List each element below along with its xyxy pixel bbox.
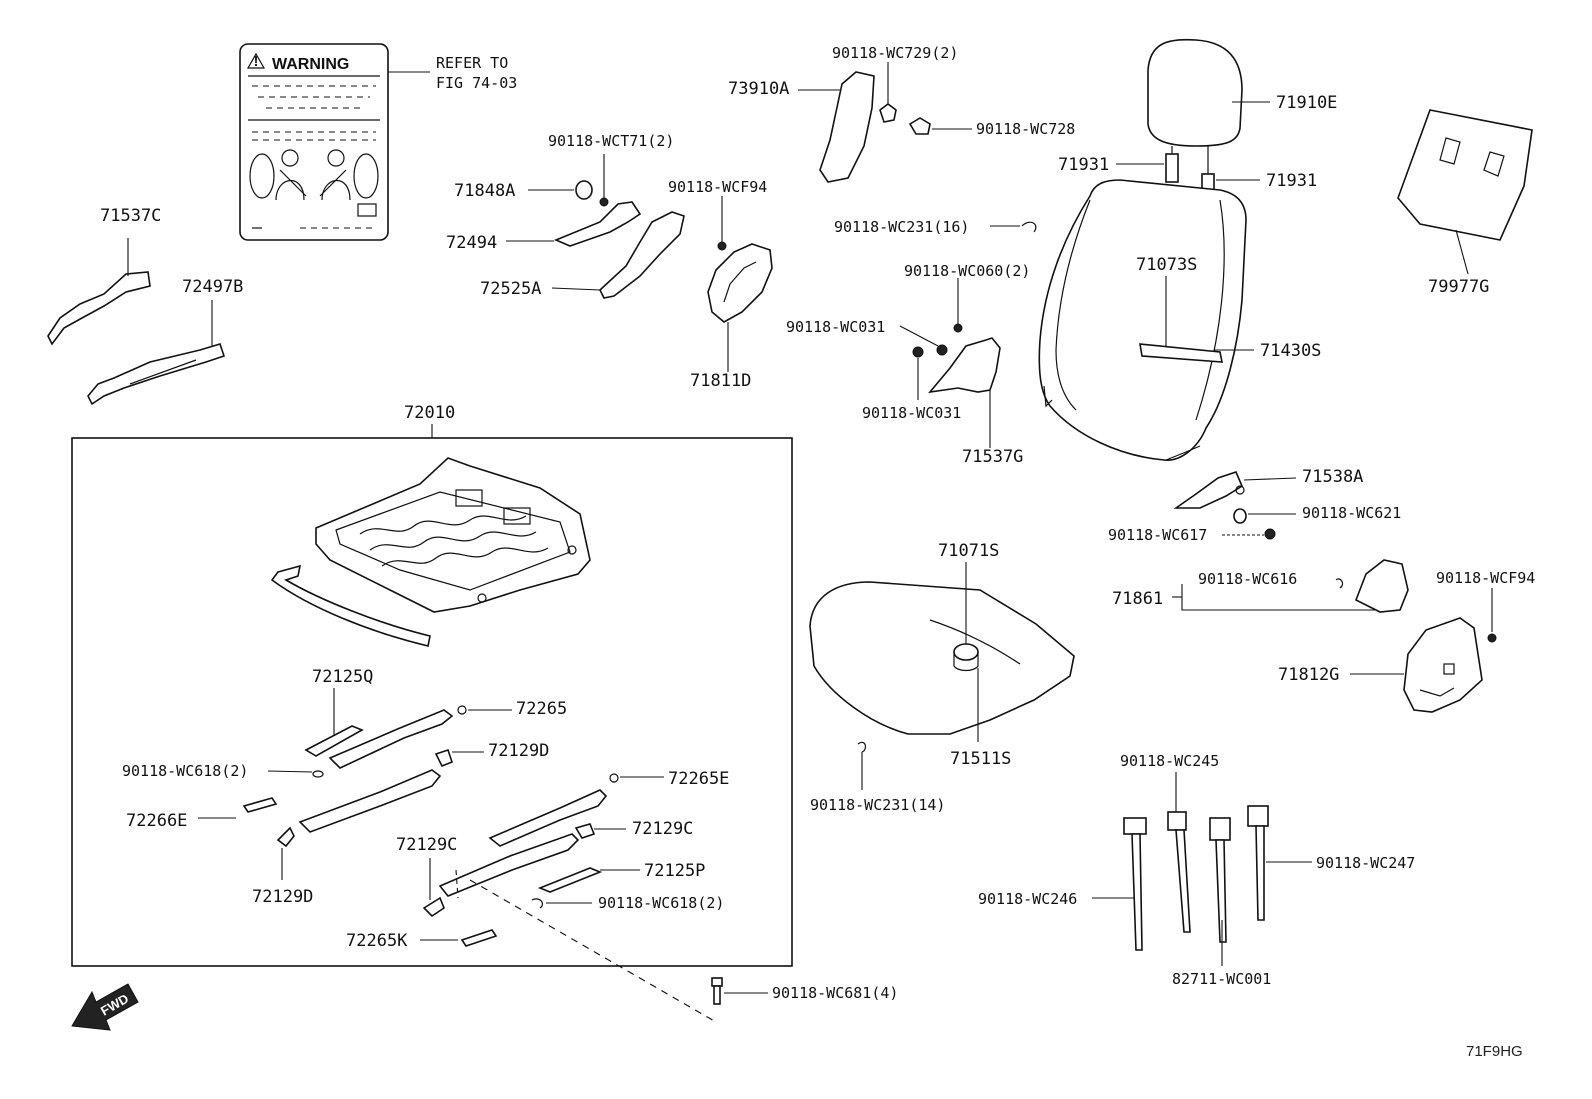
cable-ties bbox=[1092, 772, 1312, 966]
callout-90118-WCF94-top: 90118-WCF94 bbox=[668, 178, 767, 196]
callout-90118-WC231-14: 90118-WC231(14) bbox=[810, 796, 945, 814]
warning-refer-line1: REFER TO bbox=[436, 54, 508, 72]
callout-79977G: 79977G bbox=[1428, 277, 1489, 297]
callout-90118-WC618-a: 90118-WC618(2) bbox=[122, 762, 248, 780]
callout-72497B: 72497B bbox=[182, 277, 243, 297]
diagram-code: 71F9HG bbox=[1466, 1043, 1523, 1060]
pad-79977G bbox=[1397, 109, 1533, 275]
callout-71812G: 71812G bbox=[1278, 665, 1339, 685]
callout-71430S: 71430S bbox=[1260, 341, 1321, 361]
callout-90118-WC031-a: 90118-WC031 bbox=[786, 318, 885, 336]
callout-90118-WC060: 90118-WC060(2) bbox=[904, 262, 1030, 280]
callout-90118-WC031-b: 90118-WC031 bbox=[862, 404, 961, 422]
seat-frame-group-box bbox=[71, 437, 793, 967]
recliner-parts bbox=[506, 154, 773, 372]
seat-rail-parts bbox=[198, 688, 717, 1023]
warning-refer-line2: FIG 74-03 bbox=[436, 74, 517, 92]
callout-72265: 72265 bbox=[516, 699, 567, 719]
callout-82711-WC001: 82711-WC001 bbox=[1172, 970, 1271, 988]
callout-71931-b: 71931 bbox=[1266, 171, 1317, 191]
callout-71811D: 71811D bbox=[690, 371, 751, 391]
callout-90118-WC246: 90118-WC246 bbox=[978, 890, 1077, 908]
callout-90118-WCT71: 90118-WCT71(2) bbox=[548, 132, 674, 150]
cover-71861 bbox=[1172, 559, 1409, 613]
cover-71812G bbox=[1350, 588, 1497, 713]
callout-72129D-a: 72129D bbox=[488, 741, 549, 761]
callout-72010: 72010 bbox=[404, 403, 455, 423]
bracket-71538A bbox=[1173, 471, 1297, 540]
callout-90118-WC621: 90118-WC621 bbox=[1302, 504, 1401, 522]
warning-title: WARNING bbox=[272, 56, 349, 73]
callout-73910A: 73910A bbox=[728, 79, 789, 99]
callout-71848A: 71848A bbox=[454, 181, 515, 201]
callout-72129C-a: 72129C bbox=[632, 819, 693, 839]
bracket-71537C bbox=[47, 238, 151, 346]
seat-frame-72010 bbox=[270, 457, 591, 647]
callout-72494: 72494 bbox=[446, 233, 497, 253]
callout-90118-WC245: 90118-WC245 bbox=[1120, 752, 1219, 770]
callout-71861: 71861 bbox=[1112, 589, 1163, 609]
callout-72129C-b: 72129C bbox=[396, 835, 457, 855]
callout-72525A: 72525A bbox=[480, 279, 541, 299]
bracket-71537G bbox=[899, 221, 1037, 448]
svg-text:!: ! bbox=[254, 53, 259, 70]
callout-90118-WC616: 90118-WC616 bbox=[1198, 570, 1297, 588]
callout-90118-WC681: 90118-WC681(4) bbox=[772, 984, 898, 1002]
callout-72265K: 72265K bbox=[346, 931, 408, 951]
callout-71537G: 71537G bbox=[962, 447, 1023, 467]
shield-73910A bbox=[798, 62, 972, 183]
callout-90118-WC231-16: 90118-WC231(16) bbox=[834, 218, 969, 236]
warning-label-illustration: ! WARNING bbox=[239, 43, 430, 241]
callout-71071S: 71071S bbox=[938, 541, 999, 561]
callout-90118-WCF94-right: 90118-WCF94 bbox=[1436, 569, 1535, 587]
callout-72129D-b: 72129D bbox=[252, 887, 313, 907]
callout-71931-a: 71931 bbox=[1058, 155, 1109, 175]
callout-72125Q: 72125Q bbox=[312, 667, 373, 687]
callout-72266E: 72266E bbox=[126, 811, 187, 831]
callout-90118-WC618-b: 90118-WC618(2) bbox=[598, 894, 724, 912]
fwd-arrow-icon: FWD bbox=[71, 983, 139, 1031]
callout-90118-WC247: 90118-WC247 bbox=[1316, 854, 1415, 872]
headrest-and-seatback bbox=[1038, 38, 1270, 461]
callout-90118-WC728: 90118-WC728 bbox=[976, 120, 1075, 138]
callout-72265E: 72265E bbox=[668, 769, 729, 789]
bracket-72497B bbox=[87, 300, 226, 406]
seat-cushion bbox=[809, 562, 1075, 790]
callout-90118-WC729: 90118-WC729(2) bbox=[832, 44, 958, 62]
callout-71073S: 71073S bbox=[1136, 255, 1197, 275]
callout-71538A: 71538A bbox=[1302, 467, 1363, 487]
callout-72125P: 72125P bbox=[644, 861, 705, 881]
callout-71537C: 71537C bbox=[100, 206, 161, 226]
callout-71910E: 71910E bbox=[1276, 93, 1337, 113]
callout-71511S: 71511S bbox=[950, 749, 1011, 769]
bolt-90118-WC681 bbox=[711, 977, 768, 1005]
callout-90118-WC617: 90118-WC617 bbox=[1108, 526, 1207, 544]
